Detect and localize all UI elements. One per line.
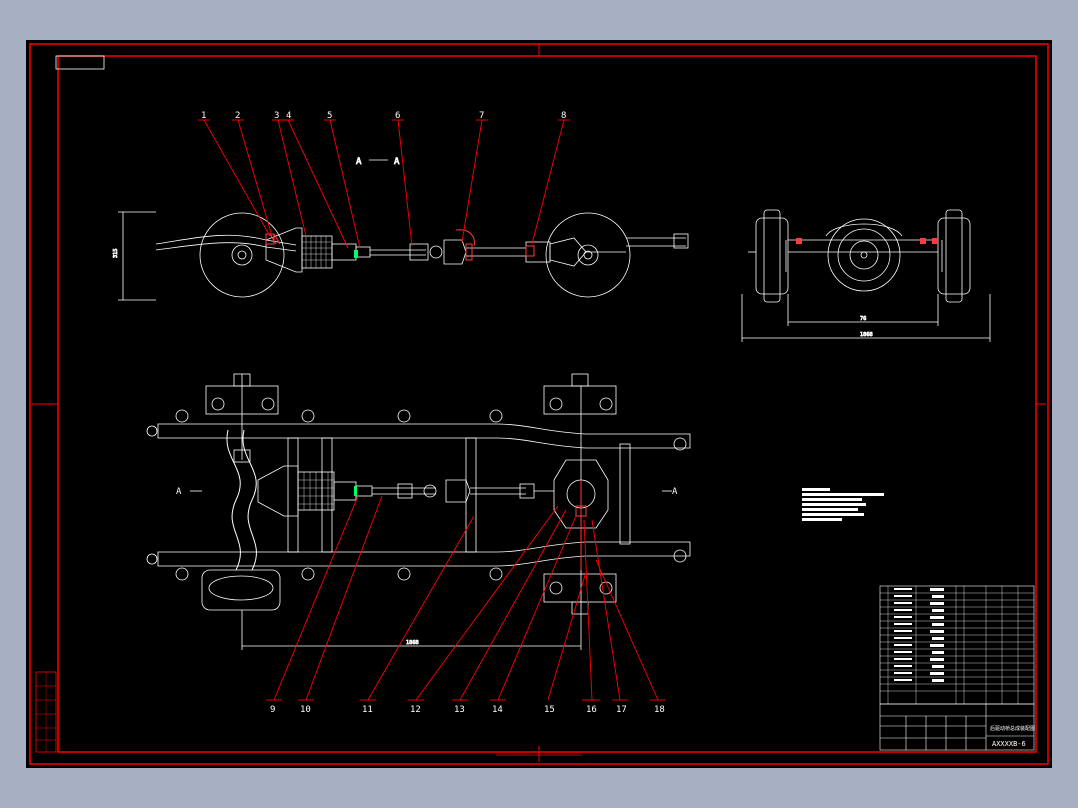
balloon-18: 18 — [654, 705, 665, 715]
section-label-right: A — [394, 157, 400, 167]
balloon-14: 14 — [492, 705, 503, 715]
balloon-1: 1 — [201, 111, 206, 121]
balloon-10: 10 — [300, 705, 311, 715]
balloon-7: 7 — [479, 111, 484, 121]
parts-list — [879, 585, 1035, 705]
section-view-aa: A A 315 — [113, 157, 689, 301]
corner-tag-box — [55, 55, 105, 70]
balloons-top: 1 2 3 4 5 6 7 8 — [201, 111, 566, 121]
inner-border — [57, 55, 1037, 753]
revision-strip — [35, 671, 57, 753]
dim-rear-total: 1868 — [860, 332, 873, 338]
drawing-number: AXXXXB-6 — [992, 740, 1026, 748]
section-cut-left: A — [176, 487, 182, 497]
balloon-13: 13 — [454, 705, 465, 715]
balloons-bottom: 9 10 11 12 13 14 15 16 17 18 — [270, 705, 665, 715]
leader-lines — [198, 119, 666, 701]
chassis-plan-view: 1868 — [146, 373, 691, 650]
balloon-15: 15 — [544, 705, 555, 715]
balloon-4: 4 — [286, 111, 291, 121]
balloon-9: 9 — [270, 705, 275, 715]
balloon-12: 12 — [410, 705, 421, 715]
dim-wheelbase: 1868 — [406, 640, 419, 646]
section-cut-right: A — [672, 487, 678, 497]
section-label-left: A — [356, 157, 362, 167]
dim-side: 315 — [113, 248, 119, 258]
balloon-6: 6 — [395, 111, 400, 121]
dim-rear-inner: 76 — [860, 316, 866, 322]
green-marker — [354, 250, 358, 258]
drawing-title: 后驱动桥总成装配图 — [990, 725, 1035, 732]
title-block — [879, 703, 1035, 751]
balloon-11: 11 — [362, 705, 373, 715]
balloon-17: 17 — [616, 705, 627, 715]
side-view-axle: 76 1868 — [741, 209, 991, 342]
balloon-2: 2 — [235, 111, 240, 121]
balloon-3: 3 — [274, 111, 279, 121]
drawing-canvas[interactable]: A A 315 — [26, 40, 1052, 768]
balloon-8: 8 — [561, 111, 566, 121]
balloon-5: 5 — [327, 111, 332, 121]
technical-notes — [802, 488, 884, 521]
balloon-16: 16 — [586, 705, 597, 715]
cad-drawing: A A 315 — [29, 43, 1049, 765]
